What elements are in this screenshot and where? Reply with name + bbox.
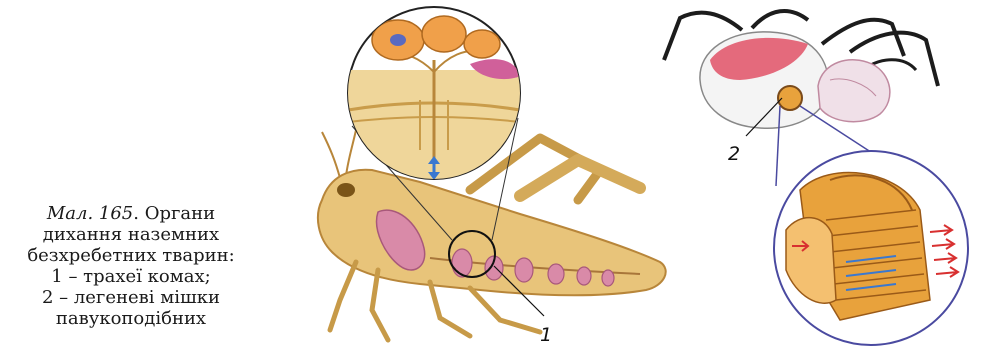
grasshopper-air-sac — [548, 264, 564, 284]
spider-leg — [822, 20, 904, 56]
grasshopper-air-sac — [602, 270, 614, 286]
grasshopper-antenna — [346, 130, 356, 176]
grasshopper-leg — [330, 262, 356, 330]
grasshopper-leg — [372, 270, 388, 340]
trachea-magnified-circle — [348, 7, 520, 180]
callout-label-1: 1 — [540, 324, 552, 346]
grasshopper-illustration — [318, 130, 666, 340]
grasshopper-antenna — [322, 132, 340, 178]
grasshopper-air-sac — [577, 267, 591, 285]
spider-leg — [752, 11, 808, 28]
grasshopper-leg — [430, 282, 470, 336]
callout-label-2: 2 — [728, 143, 740, 165]
grasshopper-air-sac — [452, 249, 472, 277]
grasshopper-air-sac — [515, 258, 533, 282]
spider-cephalothorax — [818, 60, 890, 122]
spider-illustration — [664, 11, 938, 128]
book-lung-magnified-circle — [774, 151, 968, 345]
grasshopper-eye — [337, 183, 355, 197]
